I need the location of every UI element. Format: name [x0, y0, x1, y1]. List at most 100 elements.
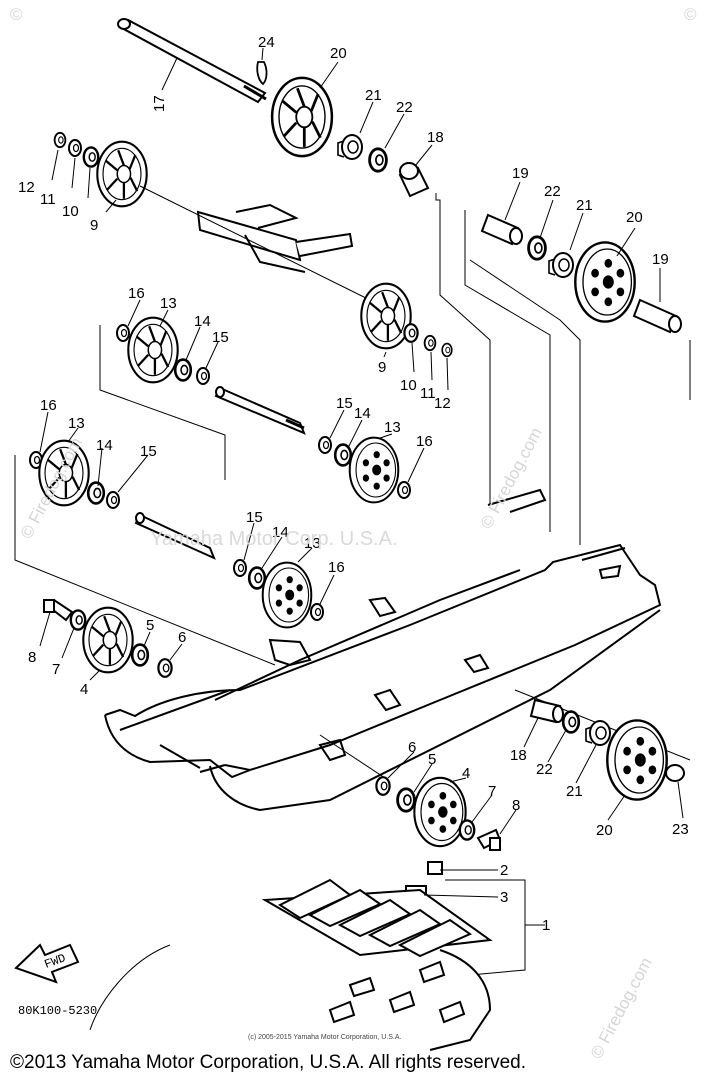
cotter-pin [256, 47, 268, 86]
cap-lower [665, 764, 685, 782]
callout-4-left: 4 [80, 681, 88, 698]
spacer-sleeve-right-a [480, 213, 523, 246]
callout-14-lowleft: 14 [96, 437, 113, 454]
rear-axle-shaft [117, 18, 267, 104]
callout-13-low: 13 [304, 535, 321, 552]
spacer-collar-lower [529, 698, 564, 724]
nut-low-right [310, 603, 324, 621]
wheel-front-left [82, 606, 134, 674]
callout-22-lower: 22 [536, 761, 553, 778]
callout-21-right: 21 [576, 197, 593, 214]
wheel-mid-right [348, 436, 400, 504]
callout-labels: 24 20 21 22 18 17 12 11 10 9 19 22 21 20… [18, 34, 689, 934]
callout-12-top: 12 [18, 179, 35, 196]
wheel-low-right [261, 561, 313, 629]
nut-mid-left [116, 324, 130, 342]
forward-direction-arrow: FWD [14, 943, 80, 984]
circlip-lower [561, 710, 581, 734]
small-copyright: (c) 2005-2015 Yamaha Motor Corporation, … [248, 1034, 401, 1041]
callout-16-midright: 16 [416, 433, 433, 450]
bolt-right [476, 828, 502, 851]
watermark-corner-left: © [10, 5, 23, 24]
fwd-label: FWD [43, 951, 68, 972]
callout-18-lower: 18 [510, 747, 527, 764]
callout-8-right: 8 [512, 797, 520, 814]
callout-14-mid: 14 [194, 313, 211, 330]
bolt-left [43, 598, 74, 622]
callout-20-top: 20 [330, 45, 347, 62]
middle-axle-shaft [214, 386, 306, 435]
callout-13-lowleft: 13 [68, 415, 85, 432]
washer-upper-left [68, 139, 82, 157]
callout-22-right: 22 [544, 183, 561, 200]
callout-10-center: 10 [400, 377, 417, 394]
lower-axle-shaft [134, 512, 216, 560]
collar-low-right [233, 559, 247, 577]
callout-24: 24 [258, 34, 275, 51]
callout-12-center: 12 [434, 395, 451, 412]
drawing-code: 80K100-5230 [18, 1004, 97, 1018]
watermark-corner-right: © [684, 5, 697, 24]
idler-wheel-lower [606, 719, 668, 801]
callout-20-right: 20 [626, 209, 643, 226]
copyright-notice: ©2013 Yamaha Motor Corporation, U.S.A. A… [10, 1052, 526, 1073]
callout-19-a: 19 [512, 165, 529, 182]
callout-6-left: 6 [178, 629, 186, 646]
callout-5-left: 5 [146, 617, 154, 634]
callout-13-midright: 13 [384, 419, 401, 436]
callout-17: 17 [151, 95, 168, 112]
callout-11-top: 11 [40, 191, 56, 208]
callout-16-lowleft: 16 [40, 397, 57, 414]
spacer-upper-left [82, 146, 100, 168]
callout-10-top: 10 [62, 203, 79, 220]
washer-right [458, 819, 476, 841]
idler-wheel-right [574, 241, 636, 323]
callout-6-right: 6 [408, 739, 416, 756]
spacer-sleeve-right-b [632, 298, 682, 334]
washer-center [423, 334, 437, 352]
collar-low-left [106, 491, 120, 509]
bearing-mid-left [173, 358, 193, 382]
wheel-upper-left [96, 140, 148, 208]
callout-1: 1 [542, 917, 550, 934]
center-cross-shaft [196, 203, 354, 273]
callout-5-right: 5 [428, 751, 436, 768]
collar-mid-left [196, 367, 210, 385]
idler-wheel-top [270, 76, 334, 158]
circlip-top [368, 147, 388, 173]
wheel-center [360, 282, 412, 350]
bearing-low-left [86, 481, 106, 505]
collar-mid-right [318, 436, 332, 454]
nut-mid-right [397, 481, 411, 499]
callout-13-mid: 13 [160, 295, 177, 312]
callout-18-top: 18 [427, 129, 444, 146]
circlip-right-upper [527, 235, 547, 261]
bearing-left [130, 643, 150, 667]
clip-part-2 [427, 861, 443, 875]
bearing-low-right [247, 566, 267, 590]
wheel-front-right [413, 776, 467, 848]
callout-15-low: 15 [246, 509, 263, 526]
callout-7-right: 7 [488, 783, 496, 800]
bearing-right-upper [548, 252, 574, 278]
bearing-lower [585, 720, 611, 746]
spacer-collar-top [398, 162, 430, 198]
bearing-top [337, 134, 363, 160]
callout-15-midright: 15 [336, 395, 353, 412]
circlip-upper-left [53, 131, 67, 149]
wheel-mid-left [127, 316, 179, 384]
bearing-right [396, 787, 416, 813]
callout-9-center: 9 [378, 359, 386, 376]
callout-8-left: 8 [28, 649, 36, 666]
callout-15-lowleft: 15 [140, 443, 157, 460]
callout-19-b: 19 [652, 251, 669, 268]
callout-9-top: 9 [90, 217, 98, 234]
spacer-center [403, 323, 419, 343]
slide-rail-frame [104, 488, 662, 812]
watermark-center: Yamaha Motor Corp. U.S.A. [150, 528, 398, 550]
circlip-center [441, 342, 453, 358]
watermark-side-bottom: © Firedog.com [587, 954, 656, 1062]
washer-left [69, 609, 87, 631]
